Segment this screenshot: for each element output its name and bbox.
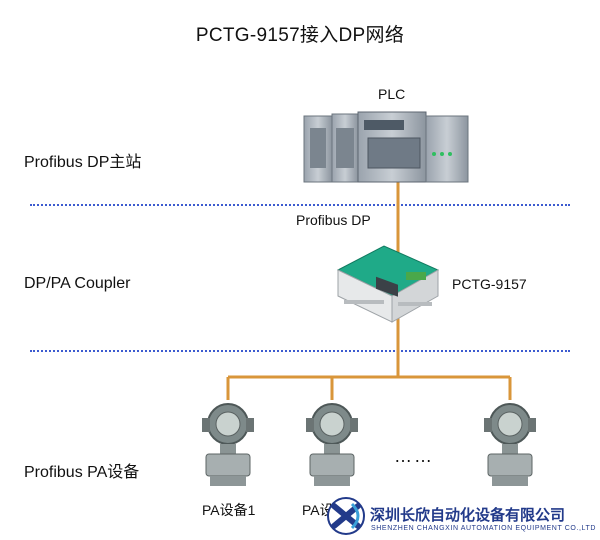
bus-label: Profibus DP <box>296 212 371 228</box>
coupler-device-image <box>336 245 440 323</box>
company-name-cn: 深圳长欣自动化设备有限公司 <box>370 506 566 524</box>
plc-label: PLC <box>378 86 406 102</box>
pa-transmitter-image-3 <box>484 403 536 486</box>
more-devices-ellipsis: …… <box>394 446 434 466</box>
divider-top <box>30 204 570 206</box>
coupler-name: PCTG-9157 <box>452 276 527 292</box>
device-label-2: PA设 <box>302 502 334 518</box>
device-label-1: PA设备1 <box>202 502 256 518</box>
plc-rack-image <box>303 111 469 183</box>
diagram-title: PCTG-9157接入DP网络 <box>195 25 405 46</box>
pa-transmitter-image-2 <box>306 403 358 486</box>
tier-label-master: Profibus DP主站 <box>24 154 142 171</box>
company-logo-icon <box>327 497 365 535</box>
divider-bottom <box>30 350 570 352</box>
tier-label-devices: Profibus PA设备 <box>24 464 140 481</box>
company-name-en: SHENZHEN CHANGXIN AUTOMATION EQUIPMENT C… <box>371 525 597 532</box>
tier-label-coupler: DP/PA Coupler <box>24 275 131 292</box>
pa-transmitter-image-1 <box>202 403 254 486</box>
